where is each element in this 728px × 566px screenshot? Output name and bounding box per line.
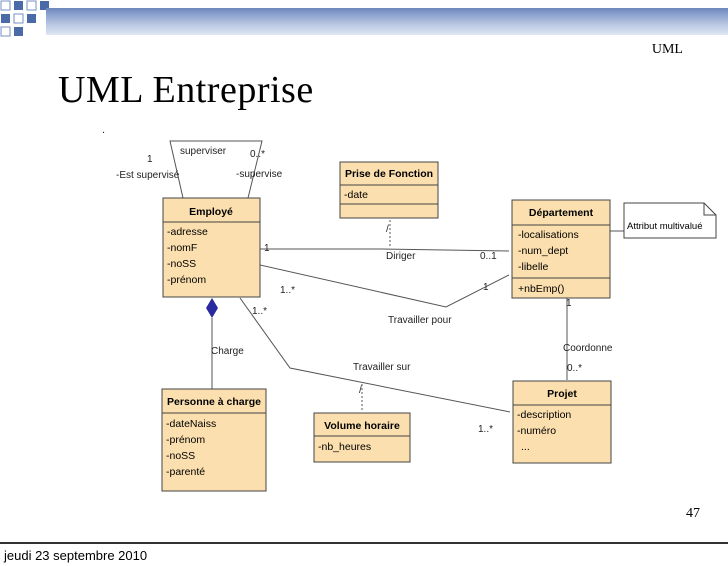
role-supervise: -supervise — [236, 169, 283, 180]
stray-dot: . — [102, 124, 105, 136]
mult-0-n: 0..* — [250, 149, 265, 160]
attr: -prénom — [167, 274, 206, 286]
attr: -prénom — [166, 434, 205, 446]
class-name: Personne à charge — [167, 396, 261, 408]
class-personne-a-charge: Personne à charge -dateNaiss -prénom -no… — [161, 388, 267, 492]
attr: -description — [517, 409, 571, 421]
travailler-sur-label: Travailler sur — [353, 362, 411, 373]
tp-mult-1-n: 1..* — [280, 285, 295, 296]
footer-divider — [0, 542, 728, 544]
travailler-pour-label: Travailler pour — [388, 315, 452, 326]
composition-diamond — [206, 298, 218, 318]
superviser-association — [169, 140, 263, 199]
header-bar — [46, 8, 728, 35]
mult-1: 1 — [147, 154, 153, 165]
class-projet: Projet -description -numéro ... — [512, 380, 612, 464]
note-text: Attribut multivalué — [627, 221, 703, 232]
attr: -numéro — [517, 425, 556, 437]
attr: ... — [521, 441, 530, 453]
ts-mult-1-n-projet: 1..* — [478, 424, 493, 435]
note-attribut-multivalue: Attribut multivalué — [623, 202, 717, 239]
role-est-supervise: -Est supervisé — [116, 170, 180, 181]
attr: -parenté — [166, 466, 205, 478]
class-departement: Département -localisations -num_dept -li… — [511, 199, 611, 299]
tp-mult-1: 1 — [483, 282, 489, 293]
attr: -localisations — [518, 229, 579, 241]
class-name: Projet — [547, 388, 577, 400]
footer-date: jeudi 23 septembre 2010 — [4, 548, 148, 563]
slash-volume: / — [359, 385, 362, 396]
charge-label: Charge — [211, 346, 244, 357]
slash-prise: / — [386, 224, 389, 235]
attr: -nomF — [167, 242, 197, 254]
coord-mult-1: 1 — [566, 298, 572, 309]
class-name: Département — [529, 207, 594, 219]
diriger-label: Diriger — [386, 251, 416, 262]
dir-mult-0-1: 0..1 — [480, 251, 497, 262]
attr: -libelle — [518, 261, 549, 273]
class-employe: Employé -adresse -nomF -noSS -prénom — [162, 197, 261, 298]
class-name: Volume horaire — [324, 420, 400, 432]
attr: -noSS — [166, 450, 195, 462]
slide-title: UML Entreprise — [58, 69, 314, 111]
page-number: 47 — [686, 506, 700, 521]
class-volume-horaire: Volume horaire -nb_heures — [313, 412, 411, 463]
decorative-squares — [0, 0, 49, 37]
attr: -num_dept — [518, 245, 568, 257]
coordonne-label: Coordonne — [563, 343, 613, 354]
superviser-label: superviser — [180, 146, 227, 157]
travailler-pour-association — [237, 259, 510, 308]
operation: +nbEmp() — [518, 283, 564, 295]
attr: -nb_heures — [318, 441, 371, 453]
dir-mult-1: 1 — [264, 243, 270, 254]
attr: -noSS — [167, 258, 196, 270]
coord-mult-0-n: 0..* — [567, 363, 582, 374]
attr: -dateNaiss — [166, 418, 216, 430]
travailler-sur-association — [239, 297, 511, 413]
class-prise-de-fonction: Prise de Fonction -date — [339, 161, 439, 219]
attr: -date — [344, 189, 368, 201]
diriger-association — [260, 248, 510, 252]
class-name: Prise de Fonction — [345, 168, 433, 180]
header-label: UML — [651, 42, 683, 57]
ts-mult-1-n: 1..* — [252, 306, 267, 317]
class-name: Employé — [189, 206, 233, 218]
attr: -adresse — [167, 226, 208, 238]
